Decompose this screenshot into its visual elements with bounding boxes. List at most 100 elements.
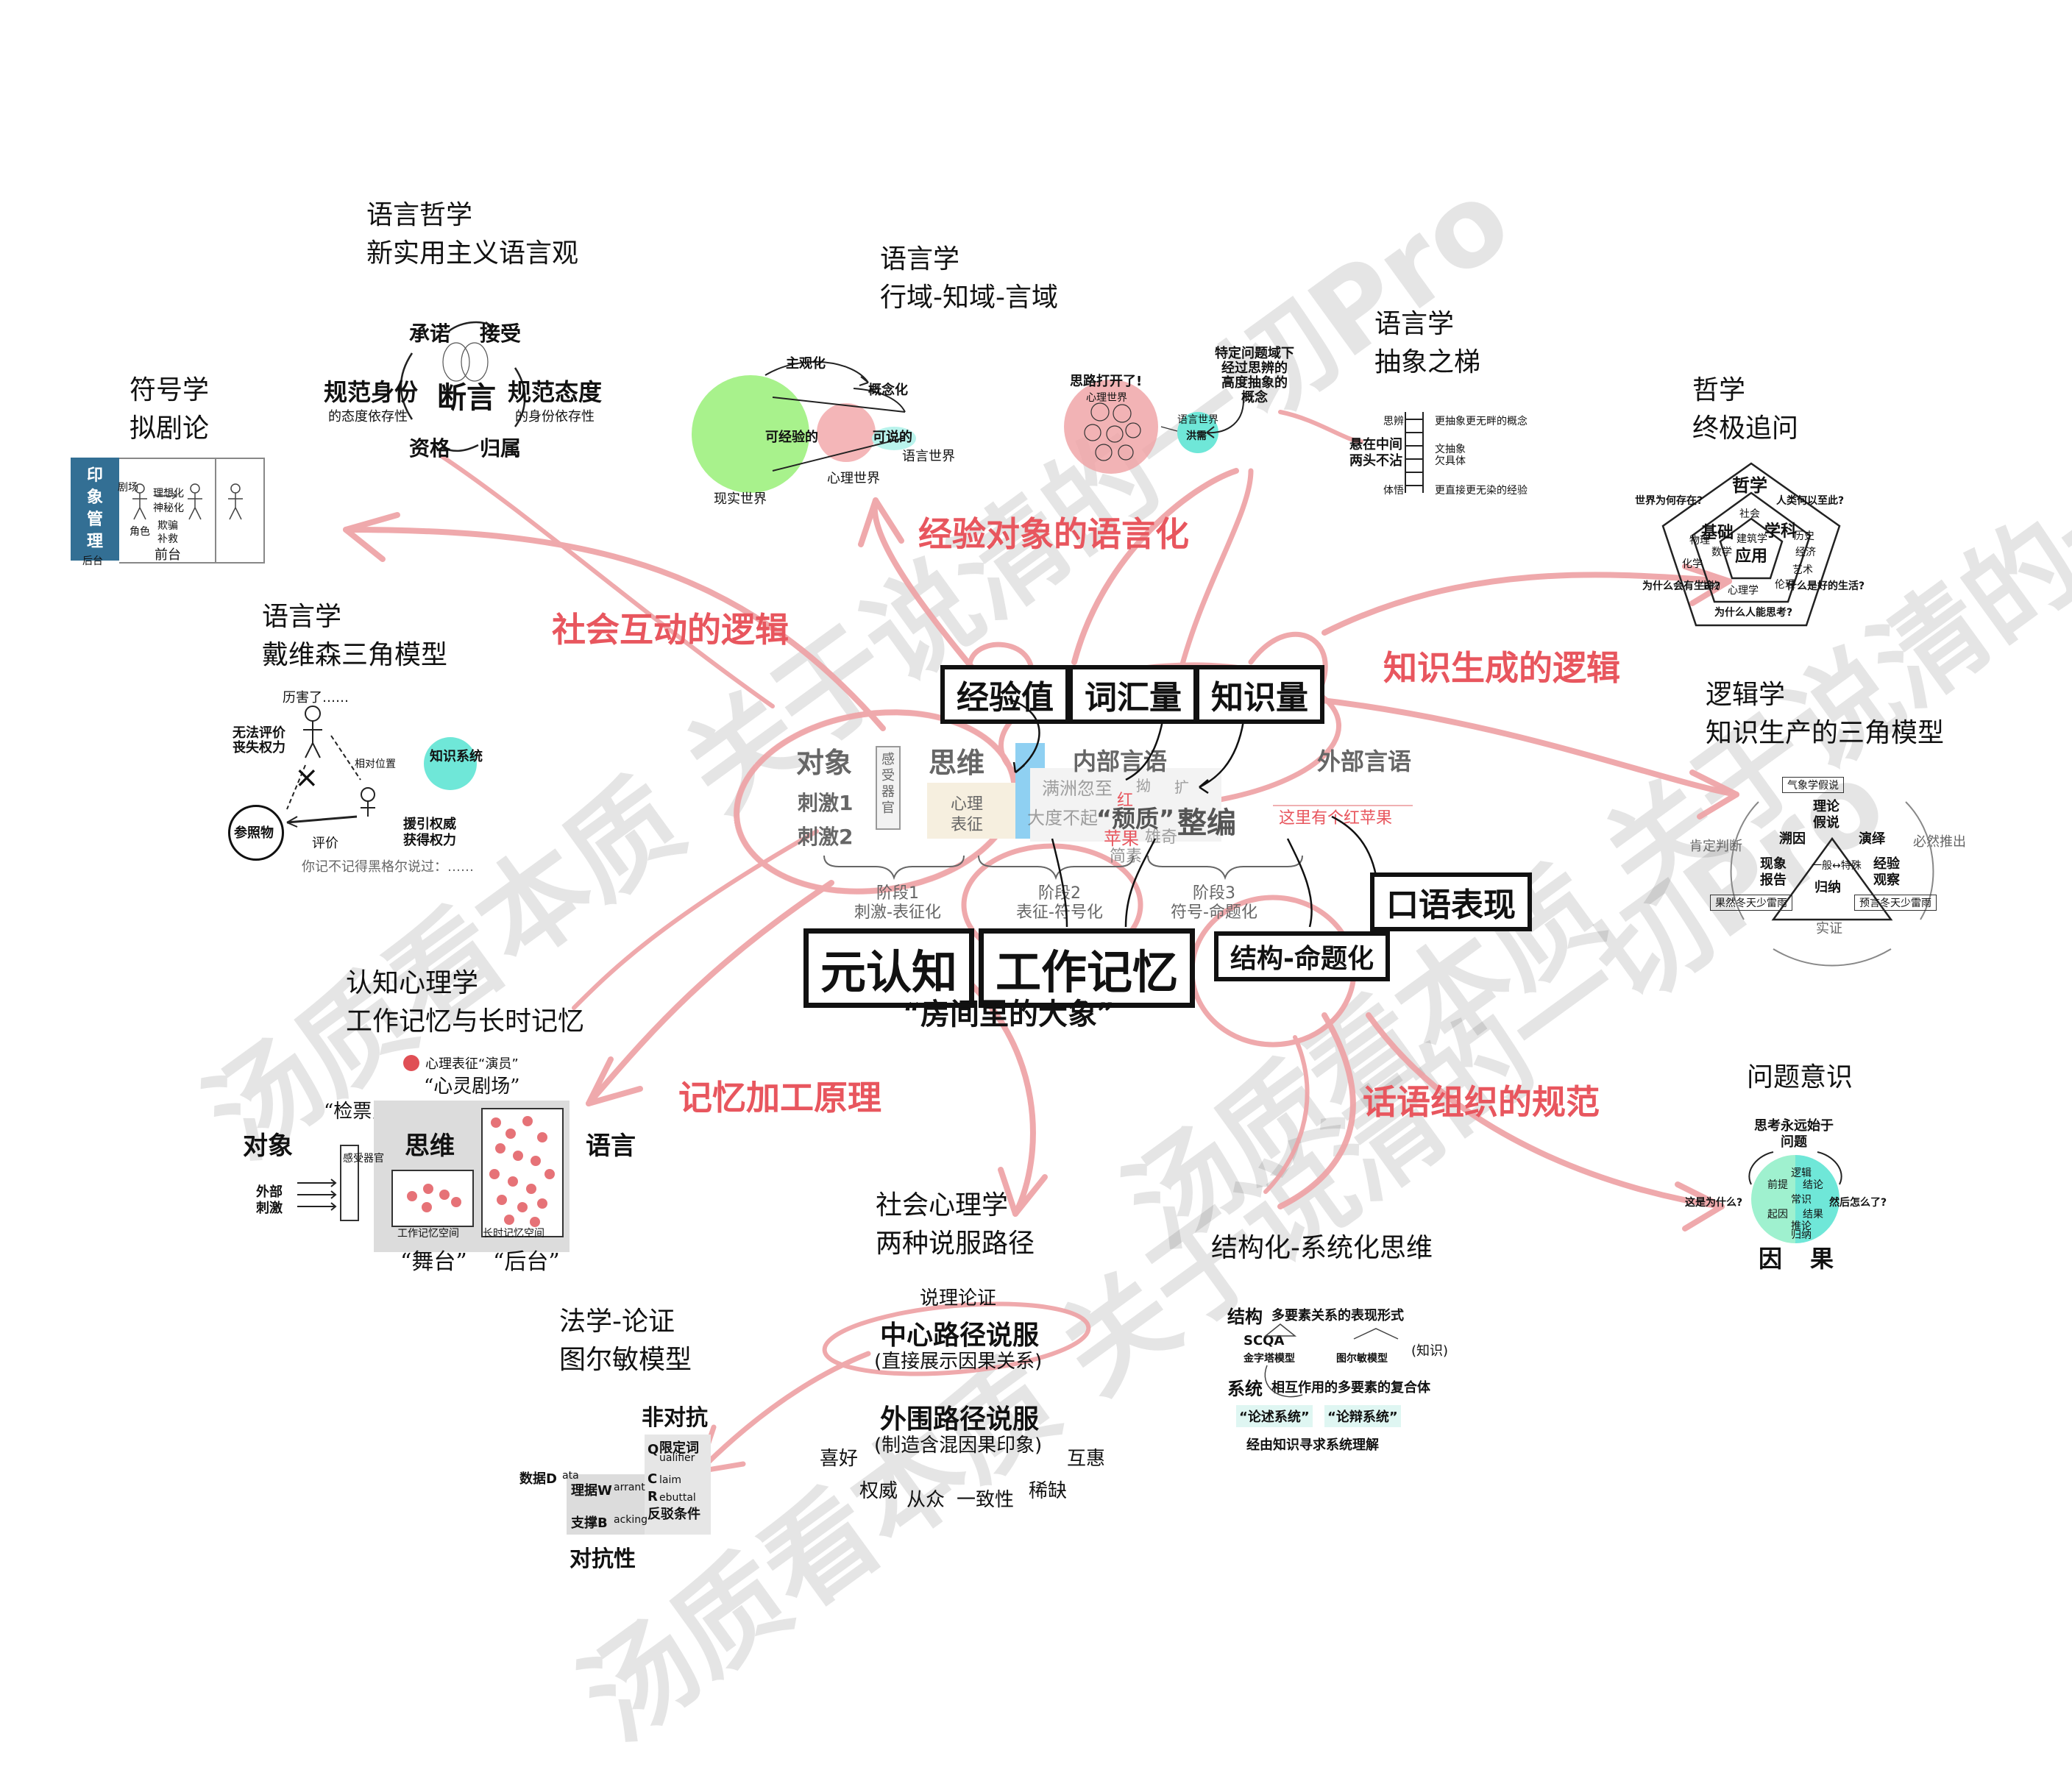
- socpsy-central: 中心路径说服: [880, 1321, 1040, 1351]
- impression-mgmt-bar: [71, 458, 119, 561]
- phil-psychology: 心理学: [1728, 585, 1759, 597]
- ling2-reasoning: 思辨: [1383, 416, 1404, 427]
- question-yin: 因: [1759, 1245, 1783, 1273]
- phil-q-life: 为什么会有生命?: [1642, 580, 1721, 592]
- structure-mini-diagram: [1263, 1323, 1399, 1398]
- box-working-memory: 工作记忆: [979, 928, 1196, 1008]
- mindmap-mental-world: 心理世界: [1086, 392, 1127, 404]
- box-knowledge: 知识量: [1195, 665, 1324, 724]
- cause-effect-circle: [1748, 1151, 1842, 1243]
- law-warrant-panel: [567, 1474, 645, 1535]
- socpsy-authority: 权威: [859, 1480, 898, 1502]
- stimulus-1: 刺激1: [798, 791, 854, 815]
- box-structure-proposition: 结构-命题化: [1214, 931, 1390, 981]
- box-oral-expression: 口语表现: [1370, 872, 1532, 931]
- question-common: 常识: [1791, 1194, 1812, 1206]
- davidson-lose-power: 丧失权力: [233, 740, 285, 756]
- phil-lang-belonging: 归属: [480, 436, 522, 461]
- structure-system-understanding: 经由知识寻求系统理解: [1246, 1437, 1379, 1453]
- mindmap-opened: 思路打开了!: [1070, 374, 1143, 389]
- question-problem: 问题: [1781, 1134, 1807, 1150]
- cognitive-stage: “舞台”: [400, 1249, 467, 1275]
- cognitive-thinking: 思维: [405, 1131, 455, 1161]
- inner-text-5: 红: [1117, 792, 1134, 810]
- logic-induction: 归纳: [1814, 880, 1841, 895]
- phil-chemistry: 化学: [1682, 558, 1703, 570]
- branch-experience-verbalization: 经验对象的语言化: [918, 514, 1189, 554]
- box-metacognition: 元认知: [803, 928, 975, 1008]
- logic-empirical: 实证: [1816, 921, 1842, 936]
- phil-q-goodlife: 什么是好的生活?: [1787, 580, 1865, 592]
- mindmap-arrow: [1206, 399, 1244, 438]
- logic-cycle: [1730, 801, 1934, 967]
- stage-2: 阶段2: [1038, 884, 1081, 903]
- question-logic: 逻辑: [1791, 1167, 1812, 1179]
- davidson-knowledge-system: 知识系统: [430, 749, 483, 764]
- ling2-abstract: 文抽象: [1435, 444, 1466, 455]
- stage-3-desc: 符号-命题化: [1171, 903, 1257, 922]
- socpsy-peripheral: 外围路径说服: [880, 1404, 1040, 1435]
- header-outer-speech: 外部言语: [1317, 747, 1412, 775]
- law-claim-panel: [645, 1435, 711, 1535]
- header-object: 对象: [796, 747, 853, 779]
- ling2-concrete: 欠具体: [1435, 455, 1466, 467]
- structure-system: 系统: [1227, 1379, 1263, 1399]
- semiotics-title-2: 拟剧论: [130, 413, 210, 444]
- socpsy-title-1: 社会心理学: [876, 1190, 1009, 1220]
- ling1-mental-world: 心理世界: [827, 471, 880, 486]
- question-induce: 归纳: [1791, 1229, 1812, 1241]
- cognitive-ltm-space: 长时记忆空间: [483, 1228, 544, 1240]
- question-guo: 果: [1810, 1245, 1834, 1273]
- phil-lang-qualification: 资格: [409, 436, 451, 461]
- mindmap-reasoned: 经过思辨的: [1221, 360, 1288, 376]
- law-rebuttal-en: ebuttal: [659, 1492, 696, 1504]
- cognitive-language: 语言: [586, 1131, 636, 1161]
- inner-text-4: 整编: [1177, 806, 1236, 840]
- semiotics-label-role: 角色: [130, 526, 150, 538]
- law-adversarial: 对抗性: [570, 1546, 636, 1572]
- cognitive-actor: 心理表征“演员”: [425, 1056, 519, 1072]
- reference-circle: [228, 805, 284, 861]
- phil-discipline: 学科: [1764, 522, 1798, 541]
- stage-1: 阶段1: [876, 884, 919, 903]
- phil-lang-norm-attitude: 规范态度: [508, 378, 603, 406]
- logic-observe: 观察: [1873, 872, 1900, 888]
- davidson-title-2: 戴维森三角模型: [262, 640, 448, 670]
- law-backing-suffix: acking: [614, 1514, 648, 1526]
- phil-math: 数学: [1711, 547, 1732, 558]
- structure-argument-system: “论述系统”: [1236, 1405, 1313, 1427]
- davidson-cannot-eval: 无法评价: [233, 725, 285, 741]
- mindmap-language-world: 语言世界: [1177, 414, 1218, 426]
- logic-affirm: 肯定判断: [1689, 839, 1742, 854]
- question-cause: 起因: [1767, 1209, 1788, 1220]
- law-data: 数据D: [519, 1471, 557, 1487]
- phil-lang-title-1: 语言哲学: [366, 200, 473, 230]
- socpsy-peripheral-desc: (制造含混因果印象): [874, 1435, 1043, 1457]
- socpsy-liking: 喜好: [820, 1448, 859, 1470]
- law-warrant-suffix: arrant: [614, 1482, 645, 1493]
- ling1-title-2: 行域-知域-言域: [880, 282, 1058, 313]
- phil-lang-assertion: 断言: [437, 381, 496, 415]
- structure-structure: 结构: [1227, 1307, 1263, 1327]
- semiotics-label-remedy: 补救: [157, 533, 178, 545]
- memory-dots: [407, 1116, 555, 1227]
- mindmap-concept: 概念: [1241, 390, 1268, 405]
- stick-figures-icon: [132, 483, 243, 520]
- stimulus-arrows: [297, 1179, 337, 1211]
- logic-report: 报告: [1760, 872, 1787, 888]
- socpsy-title-2: 两种说服路径: [876, 1229, 1035, 1259]
- ling1-conceptualize: 概念化: [868, 383, 908, 398]
- svg-text:×: ×: [294, 761, 319, 795]
- actor-dot-icon: [403, 1055, 419, 1071]
- davidson-evaluate: 评价: [312, 836, 338, 851]
- davidson-hegel: 你记不记得黑格尔说过：……: [302, 859, 474, 875]
- phil-foundation: 基础: [1701, 524, 1734, 542]
- worlds-diagram: [692, 360, 916, 493]
- sense-organ-box: [340, 1145, 359, 1221]
- cognitive-sense-organ: 感受器官: [343, 1153, 384, 1165]
- davidson-reference: 参照物: [234, 825, 274, 841]
- structure-pyramid: 金字塔模型: [1243, 1353, 1295, 1365]
- logic-observed-box: 果然冬天少雷雨: [1710, 895, 1792, 911]
- stage-3: 阶段3: [1193, 884, 1235, 903]
- ling1-real-world: 现实世界: [714, 491, 767, 507]
